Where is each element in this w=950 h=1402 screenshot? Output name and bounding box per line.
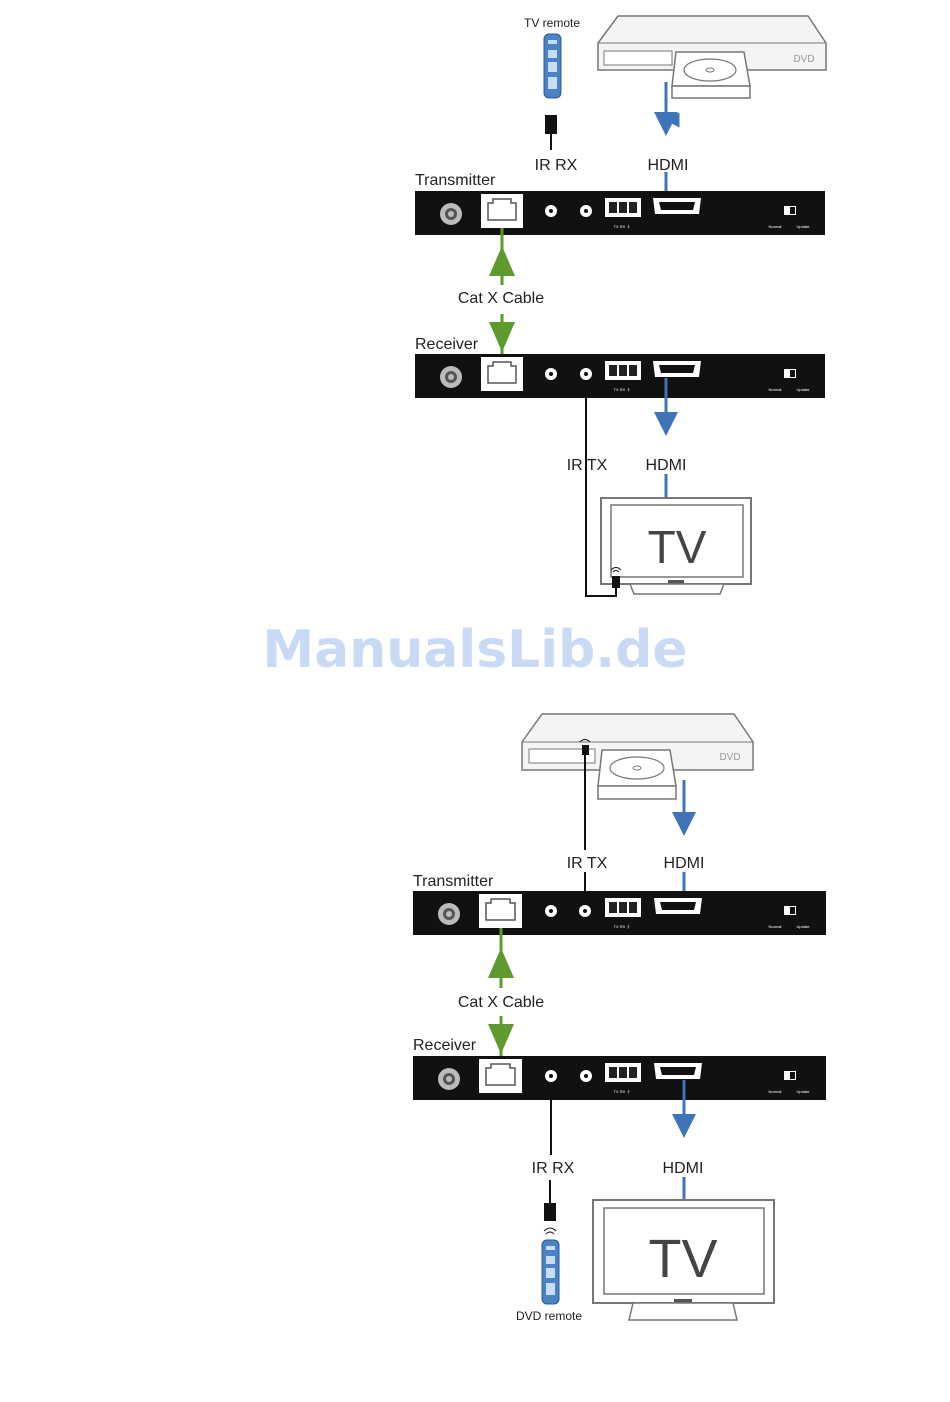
remote-control-icon [544, 34, 561, 98]
rj45-port-icon [481, 194, 523, 228]
switch-update-label: Update [797, 224, 811, 229]
switch-normal-label: Normal [769, 924, 782, 929]
television-icon: TV [593, 1200, 774, 1320]
switch-update-label: Update [797, 924, 811, 929]
television-icon: TV [601, 498, 751, 594]
catx-cable-label: Cat X Cable [458, 290, 544, 307]
rj45-port-icon [479, 894, 522, 928]
transmitter-device: TX RX ⏚ Normal Update [415, 191, 825, 235]
ir-receiver-sensor [544, 1180, 556, 1234]
catx-cable-label: Cat X Cable [458, 994, 544, 1011]
dvd-label: DVD [793, 54, 814, 65]
receiver-device: TX RX ⏚ Normal Update [413, 1056, 826, 1100]
receiver-label: Receiver [413, 1037, 477, 1054]
transmitter-label: Transmitter [413, 873, 494, 890]
hdmi-arrow-top [654, 112, 678, 136]
diagram-2: DVD IR TX HDMI Transmitter [413, 714, 826, 1323]
transmitter-device: TX RX ⏚ Normal Update [413, 891, 826, 935]
switch-update-label: Update [797, 387, 811, 392]
hdmi-top-label: HDMI [664, 855, 705, 872]
terminal-label: TX RX ⏚ [614, 923, 631, 929]
dvd-remote-label: DVD remote [516, 1309, 582, 1323]
ir-tx-label: IR TX [567, 855, 608, 872]
diagram-1: TV remote IR RX DVD HDMI Tr [415, 16, 826, 596]
terminal-label: TX RX ⏚ [614, 1088, 631, 1094]
terminal-label: TX RX ⏚ [614, 386, 631, 392]
hdmi-arrow-bottom [654, 412, 678, 436]
remote-control-icon [542, 1240, 559, 1304]
tv-label: TV [648, 1229, 717, 1289]
switch-normal-label: Normal [769, 224, 782, 229]
tv-label: TV [648, 521, 707, 573]
hdmi-bottom-label: HDMI [646, 457, 687, 474]
receiver-label: Receiver [415, 336, 479, 353]
hdmi-bottom-label: HDMI [663, 1160, 704, 1177]
terminal-label: TX RX ⏚ [614, 223, 631, 229]
rj45-port-icon [481, 357, 523, 391]
ir-tx-label: IR TX [567, 457, 608, 474]
dvd-label: DVD [719, 752, 740, 763]
ir-rx-label: IR RX [535, 157, 578, 174]
ir-rx-label: IR RX [532, 1160, 575, 1177]
dvd-player-icon: DVD [522, 714, 753, 799]
dvd-player-icon: DVD [598, 16, 826, 98]
hdmi-arrow-top [672, 812, 696, 836]
hdmi-top-label: HDMI [648, 157, 689, 174]
watermark: ManualsLib.de [262, 620, 687, 680]
ir-receiver-sensor [545, 115, 557, 150]
rj45-port-icon [479, 1059, 522, 1093]
hdmi-arrow-bottom [672, 1114, 696, 1138]
transmitter-label: Transmitter [415, 172, 496, 189]
receiver-device: TX RX ⏚ Normal Update [415, 354, 825, 398]
switch-normal-label: Normal [769, 1089, 782, 1094]
switch-update-label: Update [797, 1089, 811, 1094]
tv-remote-label: TV remote [524, 16, 580, 30]
switch-normal-label: Normal [769, 387, 782, 392]
